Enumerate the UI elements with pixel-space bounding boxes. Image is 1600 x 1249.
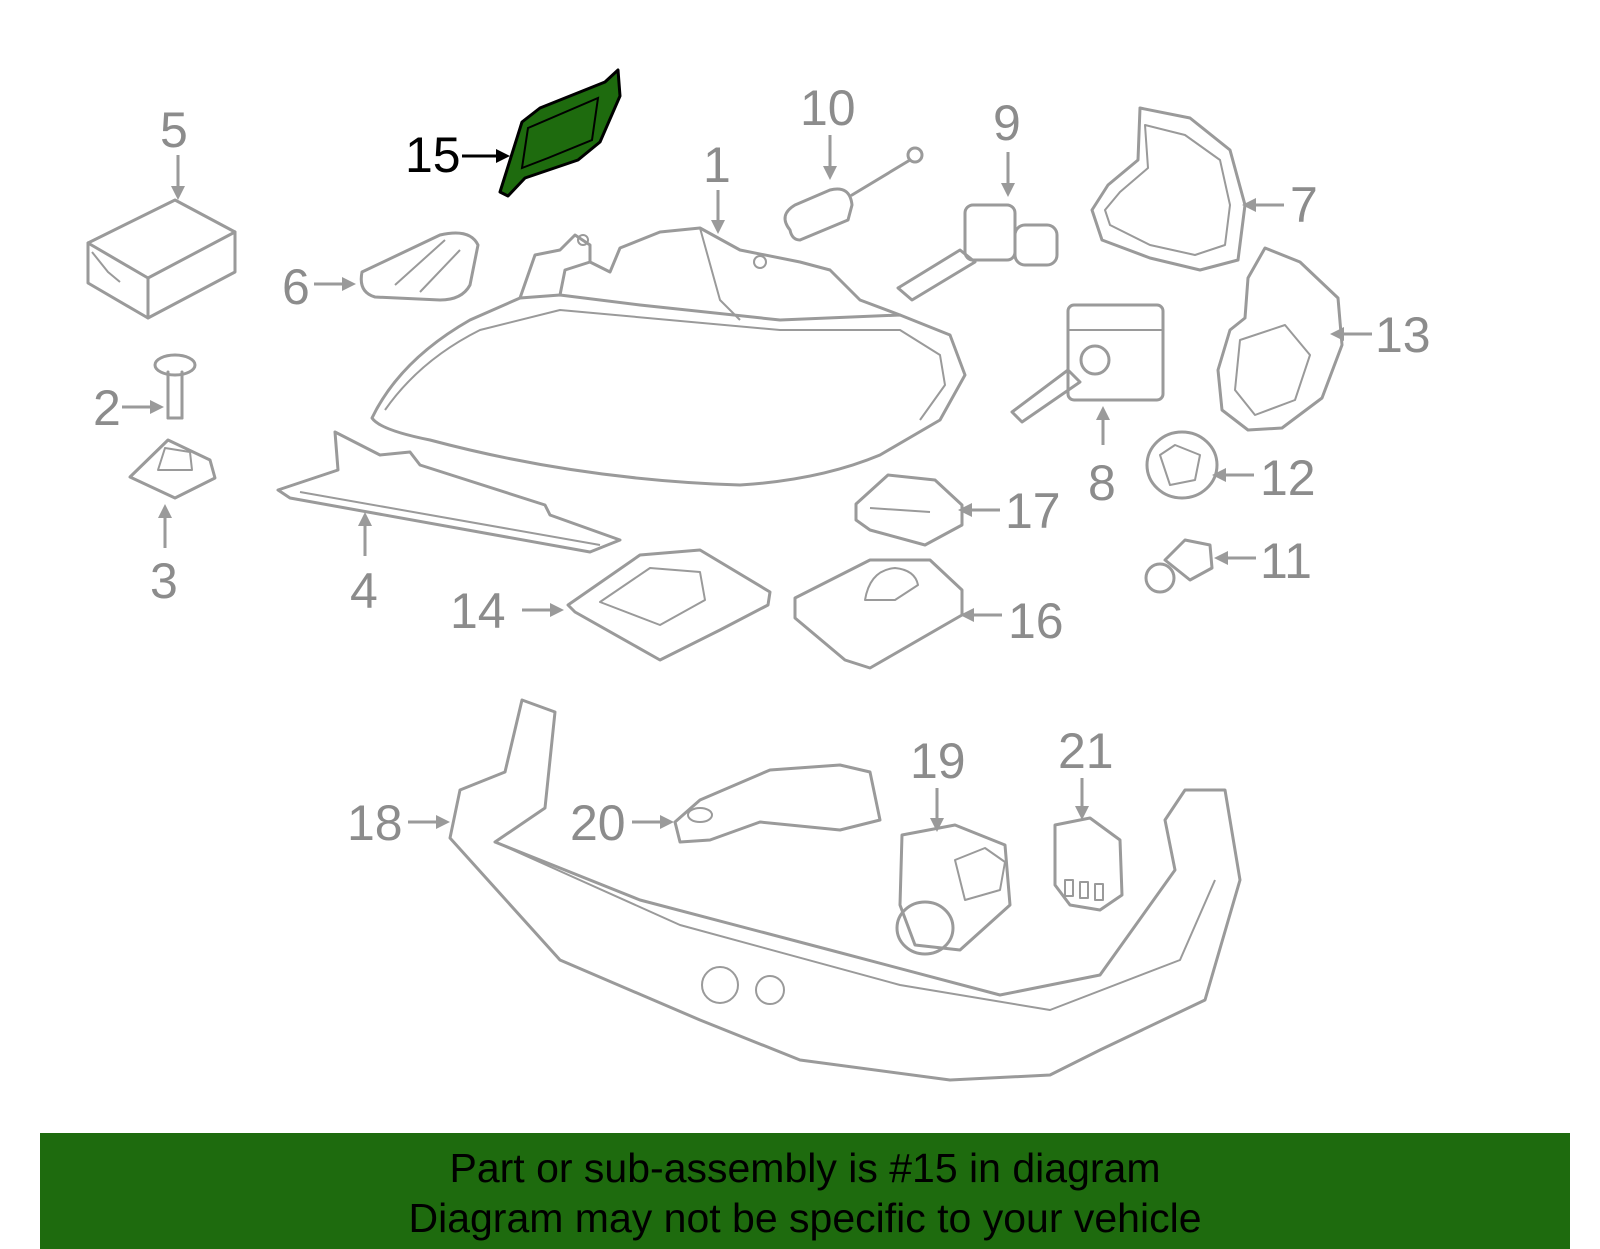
part-6-cover	[359, 231, 480, 302]
banner-line-part-number: Part or sub-assembly is #15 in diagram	[449, 1145, 1161, 1191]
callout-11: 11	[1214, 533, 1312, 589]
part-11-small-bulb	[1144, 538, 1214, 594]
callout-8: 8	[1088, 406, 1116, 511]
svg-text:5: 5	[160, 102, 188, 158]
callout-2: 2	[93, 380, 164, 436]
svg-text:11: 11	[1260, 533, 1312, 589]
part-8-xenon-bulb	[1010, 303, 1165, 424]
svg-text:3: 3	[150, 553, 178, 609]
svg-text:21: 21	[1058, 723, 1114, 779]
svg-text:18: 18	[347, 795, 403, 851]
part-5-box	[86, 198, 237, 320]
callout-4: 4	[350, 512, 378, 619]
part-15-highlighted	[498, 68, 622, 198]
part-19-actuator	[895, 823, 1012, 956]
banner-line-disclaimer: Diagram may not be specific to your vehi…	[408, 1195, 1202, 1241]
part-13-cap	[1216, 246, 1344, 432]
svg-text:4: 4	[350, 563, 378, 619]
callout-15: 15	[405, 127, 510, 183]
svg-text:17: 17	[1005, 483, 1061, 539]
callout-19: 19	[910, 733, 966, 832]
callout-20: 20	[570, 795, 674, 851]
part-20-bracket	[673, 763, 882, 844]
svg-text:8: 8	[1088, 455, 1116, 511]
svg-text:19: 19	[910, 733, 966, 789]
callout-7: 7	[1242, 177, 1318, 233]
svg-text:16: 16	[1008, 593, 1064, 649]
svg-text:9: 9	[993, 95, 1021, 151]
svg-text:15: 15	[405, 127, 461, 183]
part-9-bulb	[896, 203, 1059, 302]
svg-text:14: 14	[450, 583, 506, 639]
svg-text:6: 6	[282, 259, 310, 315]
callout-5: 5	[160, 102, 188, 200]
part-3-clip	[128, 438, 217, 500]
callout-21: 21	[1058, 723, 1114, 820]
svg-text:1: 1	[703, 137, 731, 193]
callout-13: 13	[1330, 307, 1431, 363]
part-12-socket	[1145, 430, 1219, 500]
part-1-headlamp	[370, 226, 967, 487]
svg-text:10: 10	[800, 80, 856, 136]
callout-3: 3	[150, 504, 178, 609]
part-4-trim-strip	[276, 430, 622, 554]
parts-diagram: 5 6 15 10 9	[86, 68, 1431, 1082]
part-21-control-unit	[1053, 816, 1124, 912]
part-2-screw	[153, 353, 197, 420]
svg-text:13: 13	[1375, 307, 1431, 363]
svg-text:20: 20	[570, 795, 626, 851]
svg-text:12: 12	[1260, 450, 1316, 506]
callout-12: 12	[1212, 450, 1316, 506]
part-10-bulb	[783, 146, 924, 242]
callout-6: 6	[282, 259, 356, 315]
part-7-gasket	[1090, 106, 1247, 272]
callout-17: 17	[958, 483, 1061, 539]
part-14-ballast	[566, 548, 772, 662]
callout-10: 10	[800, 80, 856, 180]
part-16-ballast	[793, 558, 964, 670]
callout-14: 14	[450, 583, 564, 639]
svg-text:7: 7	[1290, 177, 1318, 233]
part-17-module	[854, 473, 964, 547]
callout-1: 1	[703, 137, 731, 234]
svg-text:2: 2	[93, 380, 121, 436]
callout-16: 16	[960, 593, 1064, 649]
callout-9: 9	[993, 95, 1021, 197]
part-18-bracket	[448, 698, 1242, 1082]
callout-18: 18	[347, 795, 450, 851]
info-banner: Part or sub-assembly is #15 in diagram D…	[40, 1133, 1570, 1249]
